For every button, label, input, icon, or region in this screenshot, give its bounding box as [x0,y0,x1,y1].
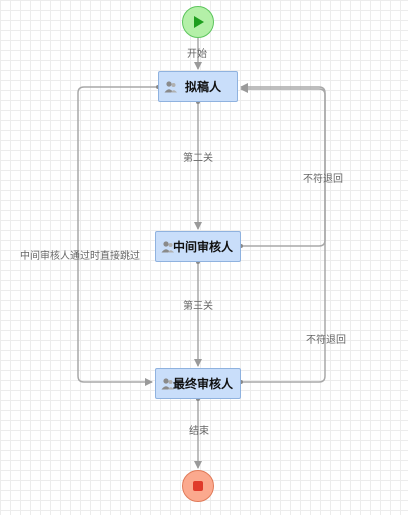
node-final-label: 最终审核人 [172,377,233,391]
edge-label-end: 结束 [189,426,209,437]
end-node[interactable] [182,470,214,502]
node-middle-label: 中间审核人 [172,240,233,254]
play-icon [194,16,204,28]
edge-label-start: 开始 [187,49,207,60]
edge-label-return1: 不符退回 [303,174,343,185]
edge-label-skip: 中间审核人通过时直接跳过 [20,251,140,262]
start-node[interactable] [182,6,214,38]
user-icon [161,377,174,389]
node-draft-label: 拟稿人 [184,80,221,94]
node-final[interactable]: 最终审核人 [155,368,241,399]
node-middle[interactable]: 中间审核人 [155,231,241,262]
edge-label-return2: 不符退回 [306,335,346,346]
edge-label-pass1: 第二关 [183,153,213,164]
edge-return1[interactable] [240,83,326,247]
stop-icon [193,481,203,491]
user-icon [161,240,174,252]
edge-skip[interactable] [77,86,158,386]
edge-return2[interactable] [240,85,326,383]
user-icon [164,80,177,92]
edge-label-pass2: 第三关 [183,301,213,312]
node-draft[interactable]: 拟稿人 [158,71,238,102]
